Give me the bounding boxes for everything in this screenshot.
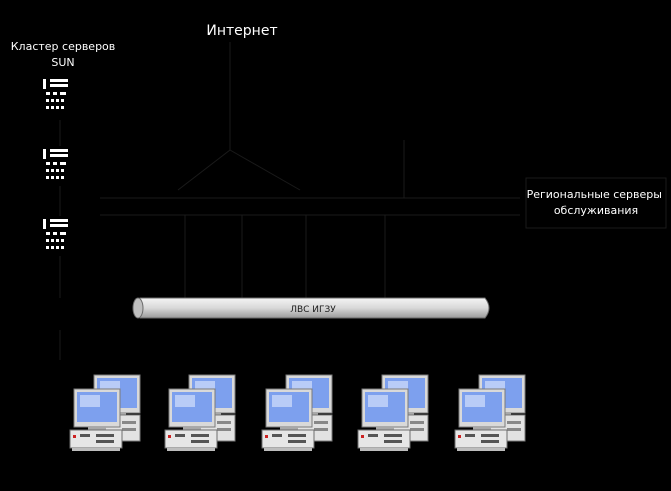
server-cluster: Кластер серверов SUN xyxy=(11,40,116,256)
server-rack-icon xyxy=(40,146,70,186)
regional-box-text: Региональные серверы обслуживания xyxy=(527,188,666,217)
cluster-subtitle: SUN xyxy=(51,56,74,69)
server-rack-icon xyxy=(40,216,70,256)
connection-lines xyxy=(59,42,520,360)
regional-box-frame xyxy=(525,177,667,229)
regional-servers-box: Региональные серверы обслуживания xyxy=(525,177,667,229)
lan-bus: ЛВС ИГЗУ xyxy=(132,297,490,319)
internet-label: Интернет xyxy=(206,23,277,39)
top-label: Интернет xyxy=(206,23,277,39)
lan-label: ЛВС ИГЗУ xyxy=(290,305,336,315)
cluster-title: Кластер серверов xyxy=(11,40,116,53)
server-rack-icon xyxy=(40,76,70,116)
